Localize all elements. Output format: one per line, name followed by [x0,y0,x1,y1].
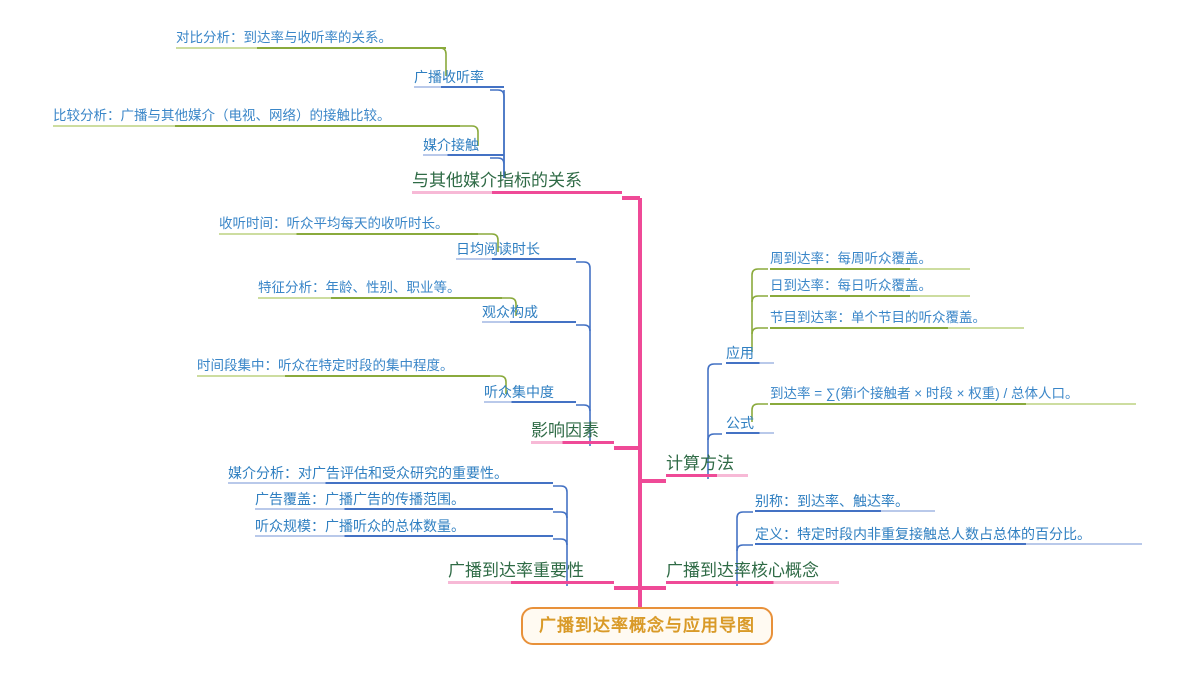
node-label: 别称：到达率、触达率。 [755,493,909,509]
leaf-underline [770,294,970,297]
wire-influence-to-n1 [576,261,591,269]
branch-underline [666,474,748,477]
node-underline [482,320,576,323]
branch-underline [531,441,614,444]
node-definition[interactable]: 定义：特定时段内非重复接触总人数占总体的百分比。 [755,527,1142,545]
node-daily-listening-duration[interactable]: 日均阅读时长 [456,242,576,260]
leaf-listening-time[interactable]: 收听时间：听众平均每天的收听时长。 [219,217,478,235]
node-underline [414,85,504,88]
node-label: 听众集中度 [484,384,554,400]
leaf-label: 特征分析：年龄、性别、职业等。 [258,280,461,295]
root-label: 广播到达率概念与应用导图 [539,616,755,635]
node-label: 媒介接触 [423,137,479,153]
leaf-timeslot-concentration[interactable]: 时间段集中：听众在特定时段的集中程度。 [197,359,490,377]
branch-importance-label: 广播到达率重要性 [448,561,584,580]
leaf-label: 周到达率：每周听众覆盖。 [770,251,932,266]
branch-core-concept[interactable]: 广播到达率核心概念 [666,562,839,584]
branch-importance[interactable]: 广播到达率重要性 [448,562,614,584]
leaf-underline [770,402,1136,405]
leaf-compare-analysis[interactable]: 比较分析：广播与其他媒介（电视、网络）的接触比较。 [53,109,460,127]
node-underline [755,509,935,512]
leaf-label: 比较分析：广播与其他媒介（电视、网络）的接触比较。 [53,108,391,123]
root-node[interactable]: 广播到达率概念与应用导图 [521,607,773,645]
node-label: 公式 [726,415,754,431]
leaf-label: 收听时间：听众平均每天的收听时长。 [219,216,449,231]
branch-influence-factors[interactable]: 影响因素 [531,422,614,444]
wire-app-leaf-week [751,268,768,276]
branch-calc-method[interactable]: 计算方法 [666,455,748,477]
leaf-reach-formula[interactable]: 到达率 = ∑(第i个接触者 × 时段 × 权重) / 总体人口。 [770,387,1136,405]
wire-core-to-n1 [736,511,753,519]
branch-influence-factors-label: 影响因素 [531,421,599,440]
wire-influence-to-n3 [576,404,591,412]
node-underline [726,431,774,434]
node-audience-concentration[interactable]: 听众集中度 [484,385,576,403]
wire-calc-to-app [707,363,722,371]
node-label: 日均阅读时长 [456,241,540,257]
leaf-label: 时间段集中：听众在特定时段的集中程度。 [197,358,454,373]
wire-app-leaf-program [751,327,768,335]
wire-media-relation-collector [490,89,505,178]
branch-underline [666,581,839,584]
leaf-label: 日到达率：每日听众覆盖。 [770,278,932,293]
leaf-feature-analysis[interactable]: 特征分析：年龄、性别、职业等。 [258,281,502,299]
wire-calc-to-formula [707,433,722,441]
leaf-underline [770,326,1024,329]
node-media-contact[interactable]: 媒介接触 [423,138,504,156]
leaf-label: 到达率 = ∑(第i个接触者 × 时段 × 权重) / 总体人口。 [770,386,1079,401]
node-label: 观众构成 [482,304,538,320]
node-label: 听众规模：广播听众的总体数量。 [255,518,465,534]
node-underline [255,534,553,537]
node-underline [228,481,553,484]
wire-influence-to-n2 [576,324,591,332]
branch-media-relation-label: 与其他媒介指标的关系 [412,171,582,190]
node-underline [484,400,576,403]
node-underline [255,507,553,510]
node-label: 定义：特定时段内非重复接触总人数占总体的百分比。 [755,526,1091,542]
node-audience-scale[interactable]: 听众规模：广播听众的总体数量。 [255,519,553,537]
leaf-underline [176,46,446,49]
leaf-weekly-reach[interactable]: 周到达率：每周听众覆盖。 [770,252,970,270]
wire-core-to-n2 [736,544,753,552]
node-label: 媒介分析：对广告评估和受众研究的重要性。 [228,465,508,481]
leaf-underline [53,124,460,127]
wire-importance-to-n1 [553,485,568,493]
node-audience-composition[interactable]: 观众构成 [482,305,576,323]
leaf-program-reach[interactable]: 节目到达率：单个节目的听众覆盖。 [770,311,1024,329]
leaf-underline [258,296,502,299]
node-application[interactable]: 应用 [726,346,774,364]
wire-app-leaf-day [751,295,768,303]
leaf-daily-reach[interactable]: 日到达率：每日听众覆盖。 [770,279,970,297]
node-underline [726,361,774,364]
leaf-label: 节目到达率：单个节目的听众覆盖。 [770,310,986,325]
wire-importance-to-n3 [553,538,568,546]
node-label: 广播收听率 [414,69,484,85]
node-media-analysis[interactable]: 媒介分析：对广告评估和受众研究的重要性。 [228,466,553,484]
leaf-underline [219,232,478,235]
node-underline [423,153,504,156]
branch-calc-method-label: 计算方法 [666,454,734,473]
wire-importance-to-n2 [553,511,568,519]
node-label: 应用 [726,345,754,361]
leaf-underline [197,374,490,377]
node-formula[interactable]: 公式 [726,416,774,434]
node-radio-listening-rate[interactable]: 广播收听率 [414,70,504,88]
leaf-label: 对比分析：到达率与收听率的关系。 [176,30,392,45]
node-label: 广告覆盖：广播广告的传播范围。 [255,491,465,507]
node-ad-coverage[interactable]: 广告覆盖：广播广告的传播范围。 [255,492,553,510]
node-alias[interactable]: 别称：到达率、触达率。 [755,494,935,512]
leaf-underline [770,267,970,270]
branch-underline [412,191,622,194]
branch-core-concept-label: 广播到达率核心概念 [666,561,819,580]
leaf-contrast-analysis[interactable]: 对比分析：到达率与收听率的关系。 [176,31,446,49]
node-underline [755,542,1142,545]
node-underline [456,257,576,260]
branch-media-relation[interactable]: 与其他媒介指标的关系 [412,172,622,194]
branch-underline [448,581,614,584]
